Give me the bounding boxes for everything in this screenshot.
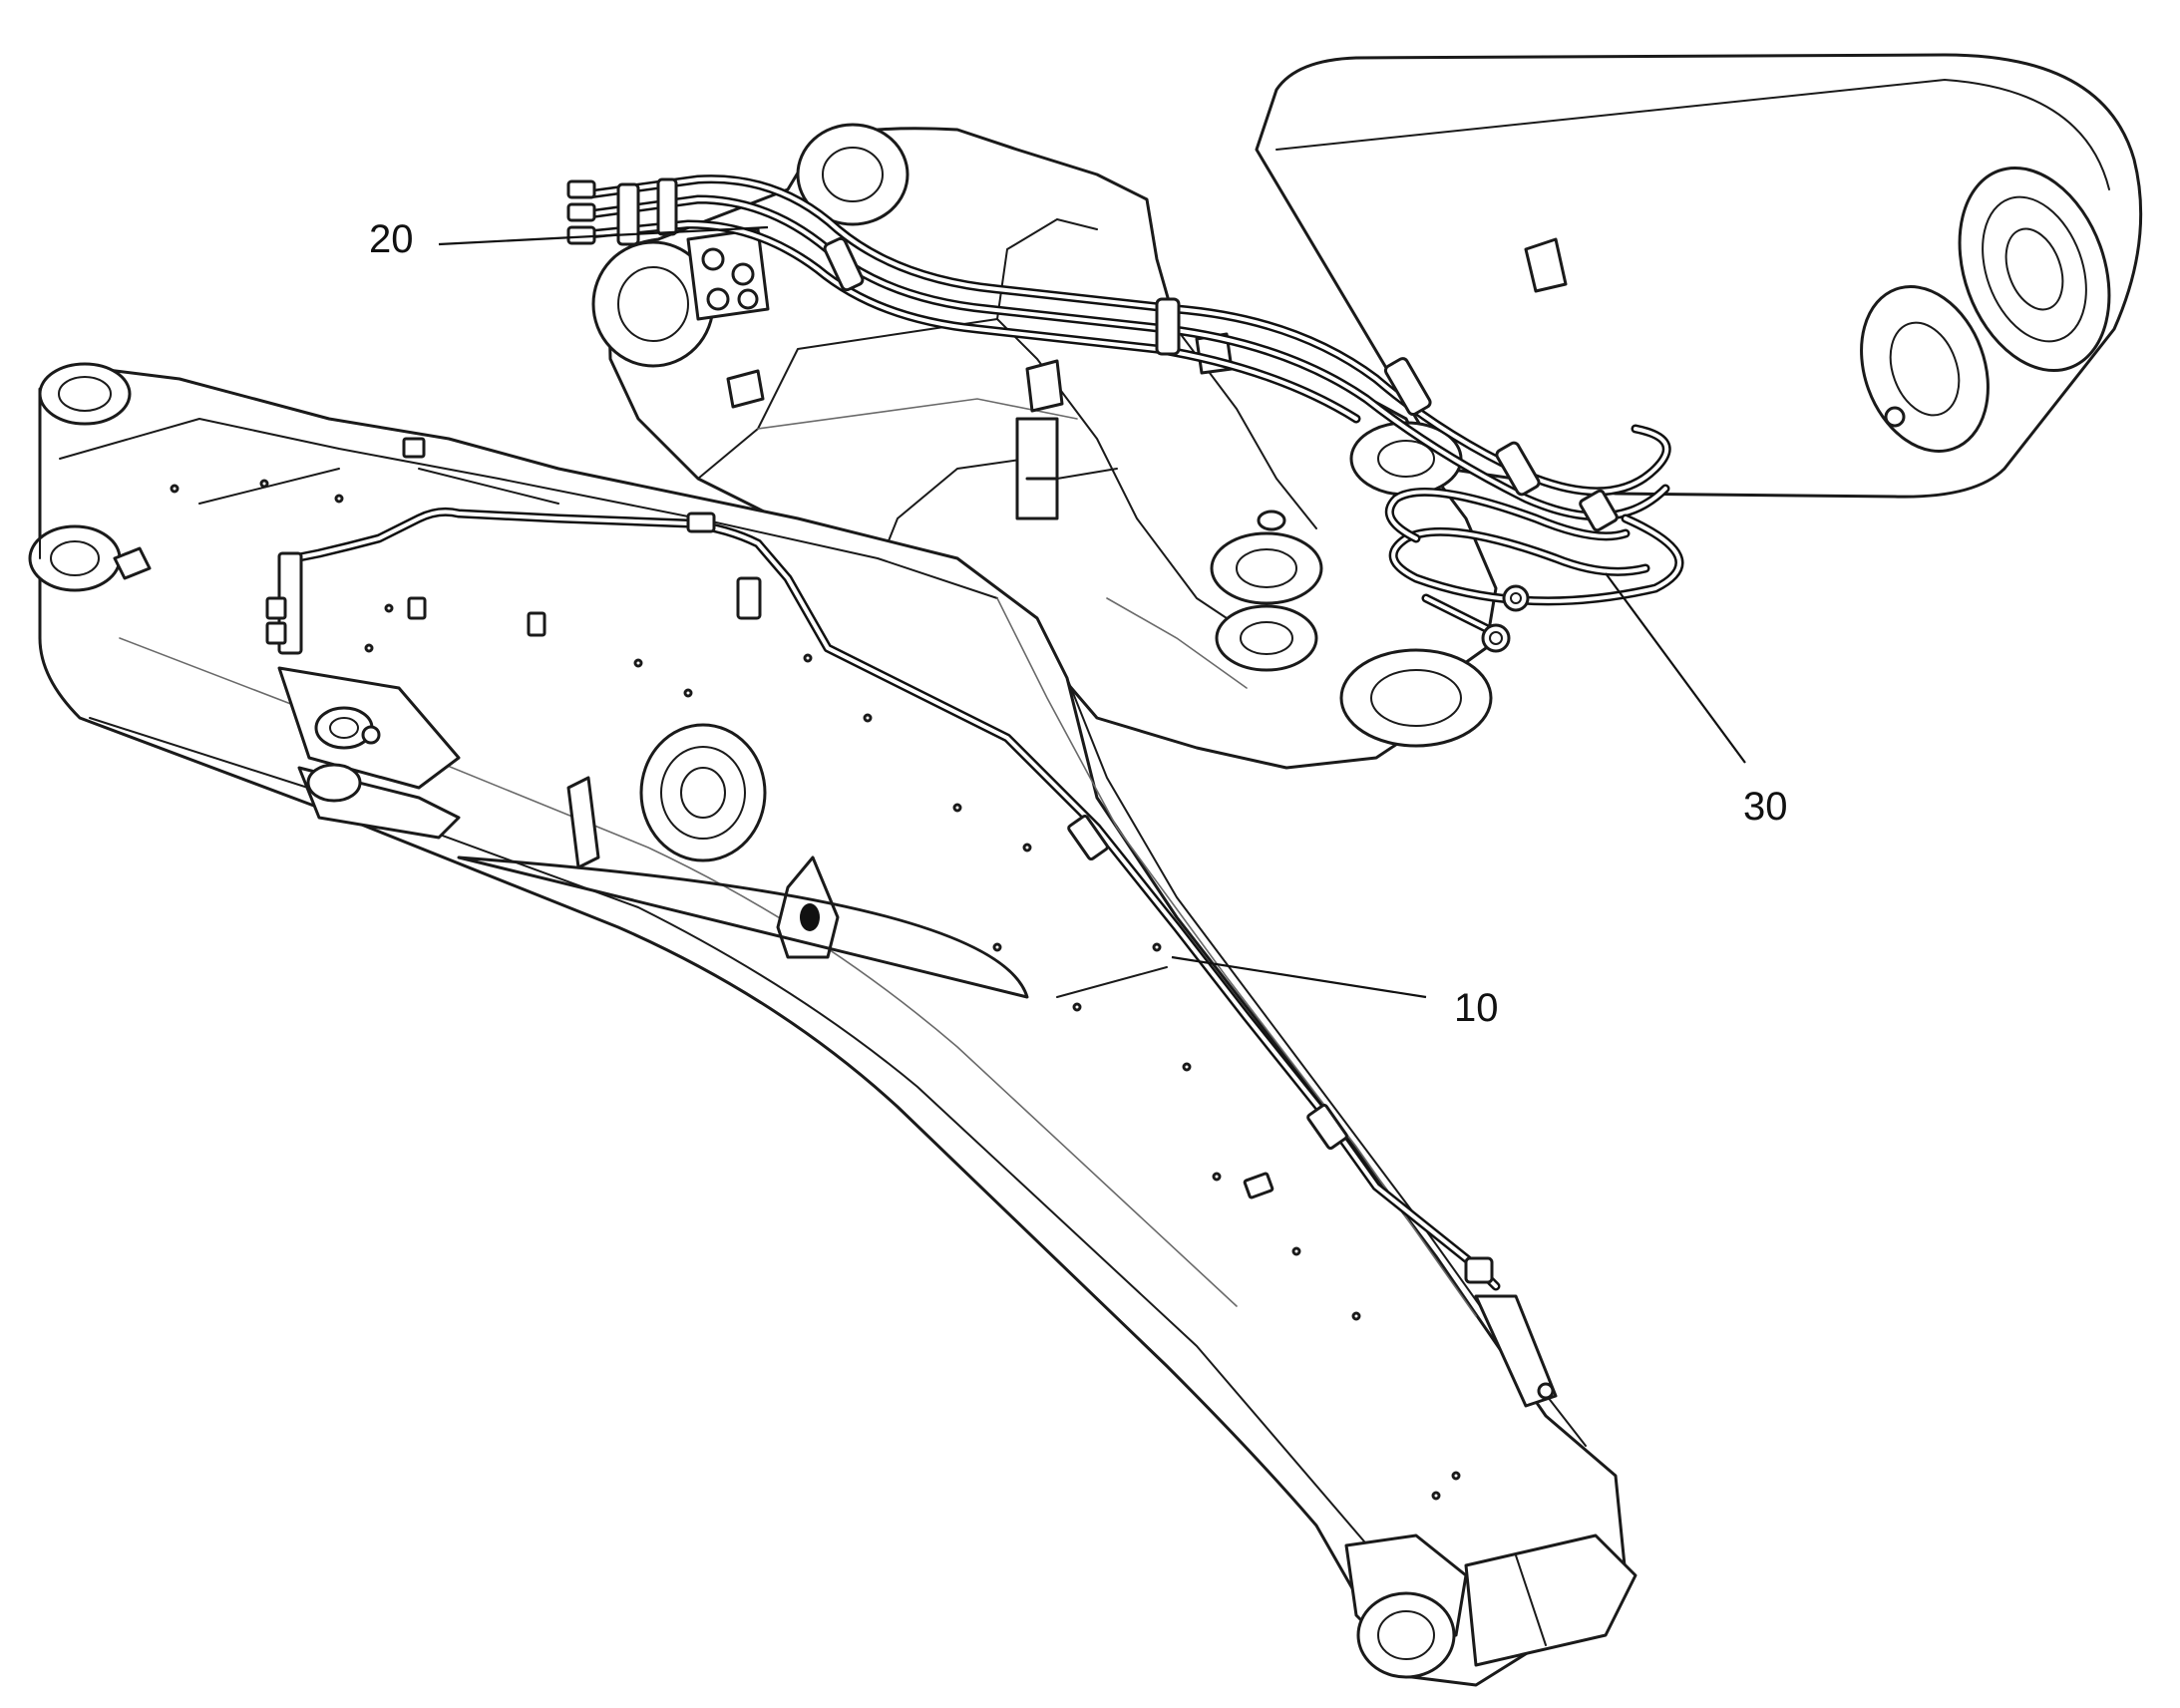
callout-30: 30 xyxy=(1605,572,1788,829)
pivot-boss-lower xyxy=(1339,648,1493,748)
boom-cylinder-mount xyxy=(639,723,767,862)
callout-20: 20 xyxy=(369,217,769,261)
boom-rivets xyxy=(170,479,1461,1501)
callout-label-20: 20 xyxy=(369,217,414,261)
boom-pipe-line xyxy=(265,507,1501,1291)
callout-label-30: 30 xyxy=(1743,785,1788,829)
boom-head-pin-upper xyxy=(38,362,132,426)
boom-head-pin-lower xyxy=(28,524,122,592)
callout-label-10: 10 xyxy=(1454,986,1499,1030)
base-hose-bundle xyxy=(566,174,1684,653)
roller-end-cap xyxy=(1958,166,2111,373)
boom xyxy=(28,362,1637,1687)
base-frame xyxy=(591,53,2143,770)
callout-10: 10 xyxy=(1171,955,1499,1030)
boom-body xyxy=(38,367,1628,1687)
